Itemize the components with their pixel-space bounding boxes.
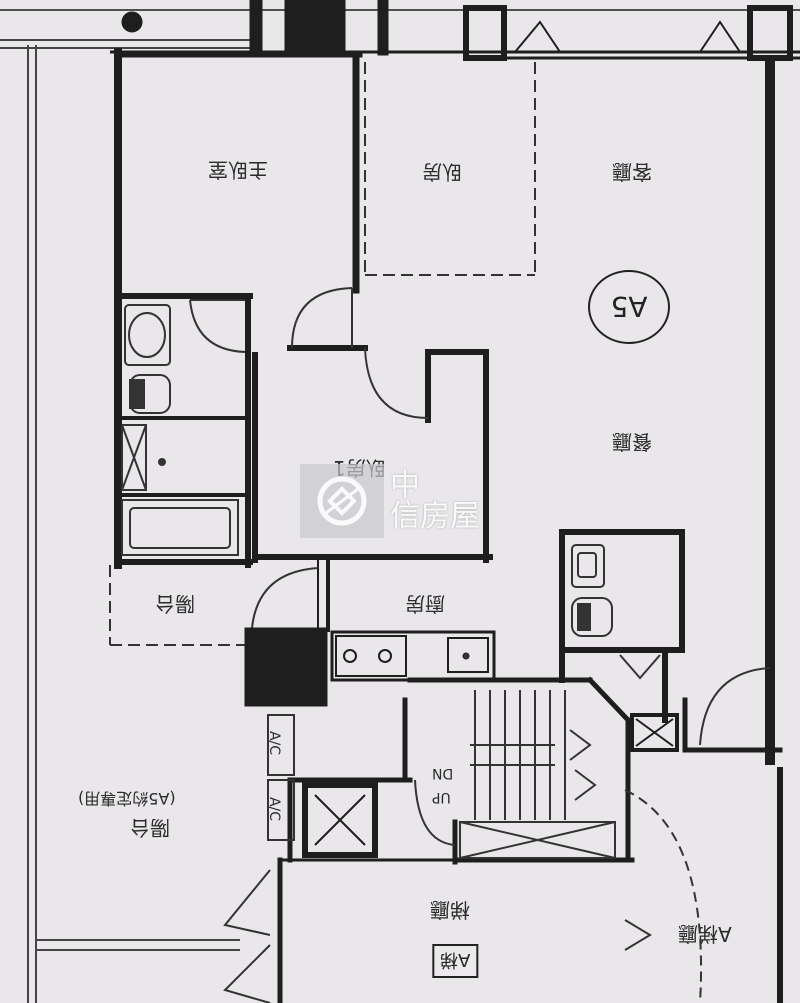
label-stair-dn: DN <box>432 765 454 781</box>
label-balcony-large: 陽台 <box>130 816 170 840</box>
label-balcony-note: (A5約定專用) <box>78 789 176 808</box>
door-swings <box>189 287 771 1003</box>
elevator-a-tag: A梯 <box>432 944 479 978</box>
top-facade <box>0 0 800 61</box>
label-lobby: 梯廳 <box>430 898 470 922</box>
exterior-walls <box>114 48 783 1003</box>
label-kitchen: 廚房 <box>405 592 445 616</box>
label-master-bedroom: 主臥室 <box>208 158 268 182</box>
label-lobby-a: A梯廳 <box>678 922 732 946</box>
watermark: 中 信房屋 <box>300 462 480 540</box>
label-ac-1: A/C <box>266 730 283 756</box>
ac-units <box>267 714 295 841</box>
watermark-logo-icon <box>300 464 384 538</box>
elevator-shafts <box>302 713 679 858</box>
watermark-line2: 信房屋 <box>390 499 480 534</box>
watermark-line1: 中 <box>390 467 420 503</box>
stairs <box>459 690 616 859</box>
interior-walls <box>115 51 783 1003</box>
label-balcony-small: 陽台 <box>155 592 195 616</box>
kitchen-counter <box>244 627 496 707</box>
label-stair-up: UP <box>432 789 451 805</box>
unit-tag: A5 <box>588 270 670 344</box>
bath2-fixtures <box>571 544 613 637</box>
outer-guide-lines <box>0 39 250 1003</box>
bath-fixtures <box>121 304 239 556</box>
label-ac-2: A/C <box>266 796 283 822</box>
label-dining-room: 餐廳 <box>612 430 652 454</box>
label-bedroom-a: 臥房 <box>422 160 462 184</box>
dashed-boundaries <box>109 62 536 646</box>
label-living-room: 客廳 <box>612 160 652 184</box>
